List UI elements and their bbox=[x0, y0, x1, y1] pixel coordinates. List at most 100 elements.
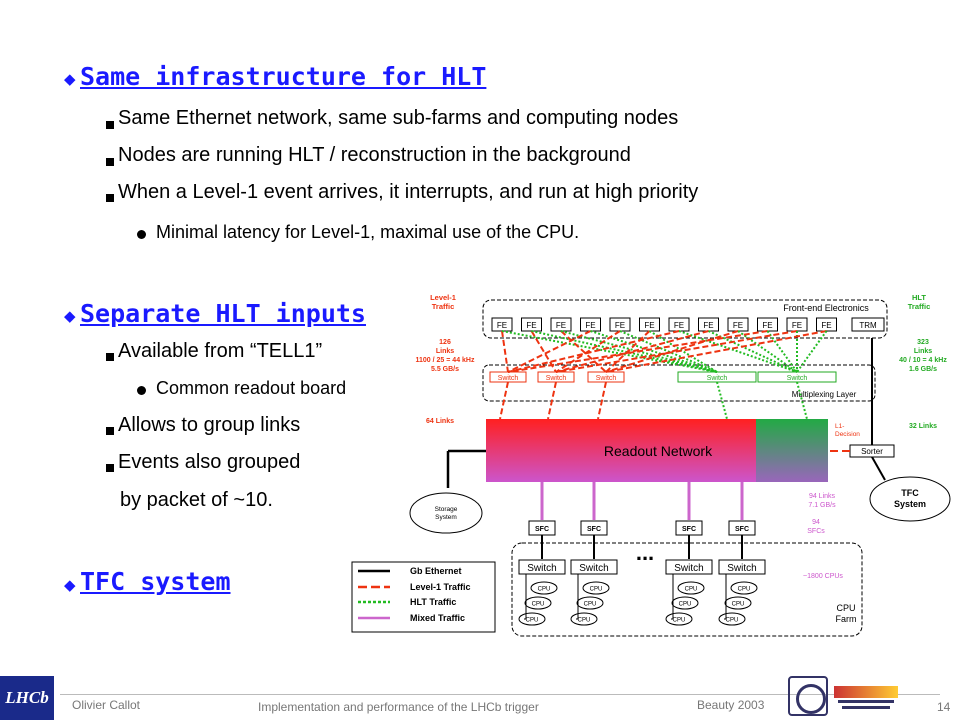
level1-traffic-line bbox=[507, 330, 680, 373]
level1-traffic-line bbox=[560, 330, 607, 373]
level1-traffic-line bbox=[605, 330, 651, 373]
text-line: Decision bbox=[835, 431, 860, 438]
text-line: Farm bbox=[836, 614, 857, 624]
level1-traffic-line bbox=[501, 330, 509, 373]
text-line: 94 bbox=[812, 519, 820, 526]
text-line: 40 / 10 = 4 kHz bbox=[899, 357, 947, 364]
multiplexing-layer-label: Multiplexing Layer bbox=[792, 390, 857, 399]
bullet-square-icon bbox=[106, 194, 114, 202]
fe-label: FE bbox=[703, 321, 713, 330]
cpu-bus-line bbox=[671, 574, 674, 620]
tfc-system-ellipse bbox=[869, 476, 951, 522]
front-end-electronics-label: Front-end Electronics bbox=[783, 303, 869, 313]
fe-label: FE bbox=[526, 321, 536, 330]
cpu-bus-line bbox=[724, 574, 727, 620]
heading-separate-hlt-inputs: Separate HLT inputs bbox=[80, 299, 366, 328]
subfarms: SFCSwitchCPUCPUCPUSFCSwitchCPUCPUCPUSFCS… bbox=[518, 482, 766, 626]
level1-traffic-line bbox=[605, 330, 739, 373]
bullet-dot-icon bbox=[137, 230, 146, 239]
text-line: Links bbox=[436, 348, 454, 355]
cpu-label: CPU bbox=[673, 618, 686, 624]
level1-traffic-line bbox=[507, 330, 768, 373]
legend-gb-ethernet: Gb Ethernet bbox=[410, 566, 462, 576]
fe-label: FE bbox=[497, 321, 507, 330]
hlt-traffic-line bbox=[501, 330, 718, 373]
text-line: 323 bbox=[917, 339, 929, 346]
level1-traffic-line bbox=[555, 330, 621, 373]
sfc-label: SFC bbox=[587, 526, 601, 533]
fe-label: FE bbox=[674, 321, 684, 330]
text-line: System bbox=[894, 499, 926, 509]
front-end-electronics-box bbox=[482, 299, 888, 339]
bullet-text: Available from “TELL1” bbox=[118, 340, 323, 362]
fe-label: FE bbox=[792, 321, 802, 330]
cpu-label: CPU bbox=[526, 618, 539, 624]
cpu-farm-box bbox=[511, 542, 863, 637]
footer-conference: Beauty 2003 bbox=[697, 698, 765, 712]
lal-logo bbox=[834, 680, 898, 714]
switch-label: Switch bbox=[707, 375, 728, 382]
cpu-node bbox=[582, 581, 610, 595]
footer-title: Implementation and performance of the LH… bbox=[258, 700, 539, 714]
sorter-label: Sorter bbox=[861, 447, 883, 456]
bullet-square-icon bbox=[106, 464, 114, 472]
level1-to-network-line bbox=[499, 381, 509, 420]
hlt-traffic-line bbox=[796, 330, 828, 373]
bullet-diamond-icon: ◆ bbox=[64, 71, 76, 88]
cpu-label: CPU bbox=[584, 602, 597, 608]
switch-label: Switch bbox=[787, 375, 808, 382]
cpu-label: CPU bbox=[732, 602, 745, 608]
sfc-label: SFC bbox=[735, 526, 749, 533]
legend-level1: Level-1 Traffic bbox=[410, 582, 471, 592]
cpu-label: CPU bbox=[532, 602, 545, 608]
cpu-label: CPU bbox=[685, 587, 698, 593]
ellipsis-label: ... bbox=[636, 540, 654, 565]
readout-network-red bbox=[486, 419, 756, 482]
level1-traffic-line bbox=[605, 330, 827, 373]
farm-switch-box bbox=[665, 559, 713, 575]
bullet-square-icon bbox=[106, 121, 114, 129]
legend-hlt: HLT Traffic bbox=[410, 597, 456, 607]
legend-mixed: Mixed Traffic bbox=[410, 613, 465, 623]
readout-network-green bbox=[756, 419, 828, 482]
bullet-square-icon bbox=[106, 353, 114, 361]
cpu-label: CPU bbox=[538, 587, 551, 593]
cpu-node bbox=[671, 596, 699, 610]
trm-label: TRM bbox=[859, 321, 877, 330]
text-line: 7.1 GB/s bbox=[808, 502, 836, 509]
cpu-node bbox=[677, 581, 705, 595]
text-line: 126 bbox=[439, 339, 451, 346]
bullet-dot-icon bbox=[137, 386, 146, 395]
fe-label: FE bbox=[585, 321, 595, 330]
links64-label: 64 Links bbox=[426, 418, 454, 425]
footer-divider bbox=[60, 694, 940, 695]
sub-bullet-text: Minimal latency for Level-1, maximal use… bbox=[156, 222, 580, 242]
fe-label: FE bbox=[762, 321, 772, 330]
level1-traffic-line bbox=[555, 330, 709, 373]
farm-switch-box bbox=[718, 559, 766, 575]
bullet-text: When a Level-1 event arrives, it interru… bbox=[118, 181, 699, 203]
hlt-traffic-line bbox=[766, 330, 798, 373]
page-number: 14 bbox=[937, 700, 951, 714]
cpu-bus-line bbox=[524, 574, 527, 620]
farm-switch-box bbox=[570, 559, 618, 575]
fe-label: FE bbox=[615, 321, 625, 330]
text-line: L1- bbox=[835, 423, 844, 430]
bullet-text: Same Ethernet network, same sub-farms an… bbox=[118, 107, 679, 129]
l1-decision-label: L1-Decision bbox=[835, 423, 860, 438]
farm-switch-label: Switch bbox=[527, 563, 556, 574]
switch-label: Switch bbox=[498, 375, 519, 382]
bullet-text-continued: by packet of ~10. bbox=[120, 489, 273, 511]
level1-to-network-line bbox=[597, 381, 607, 420]
